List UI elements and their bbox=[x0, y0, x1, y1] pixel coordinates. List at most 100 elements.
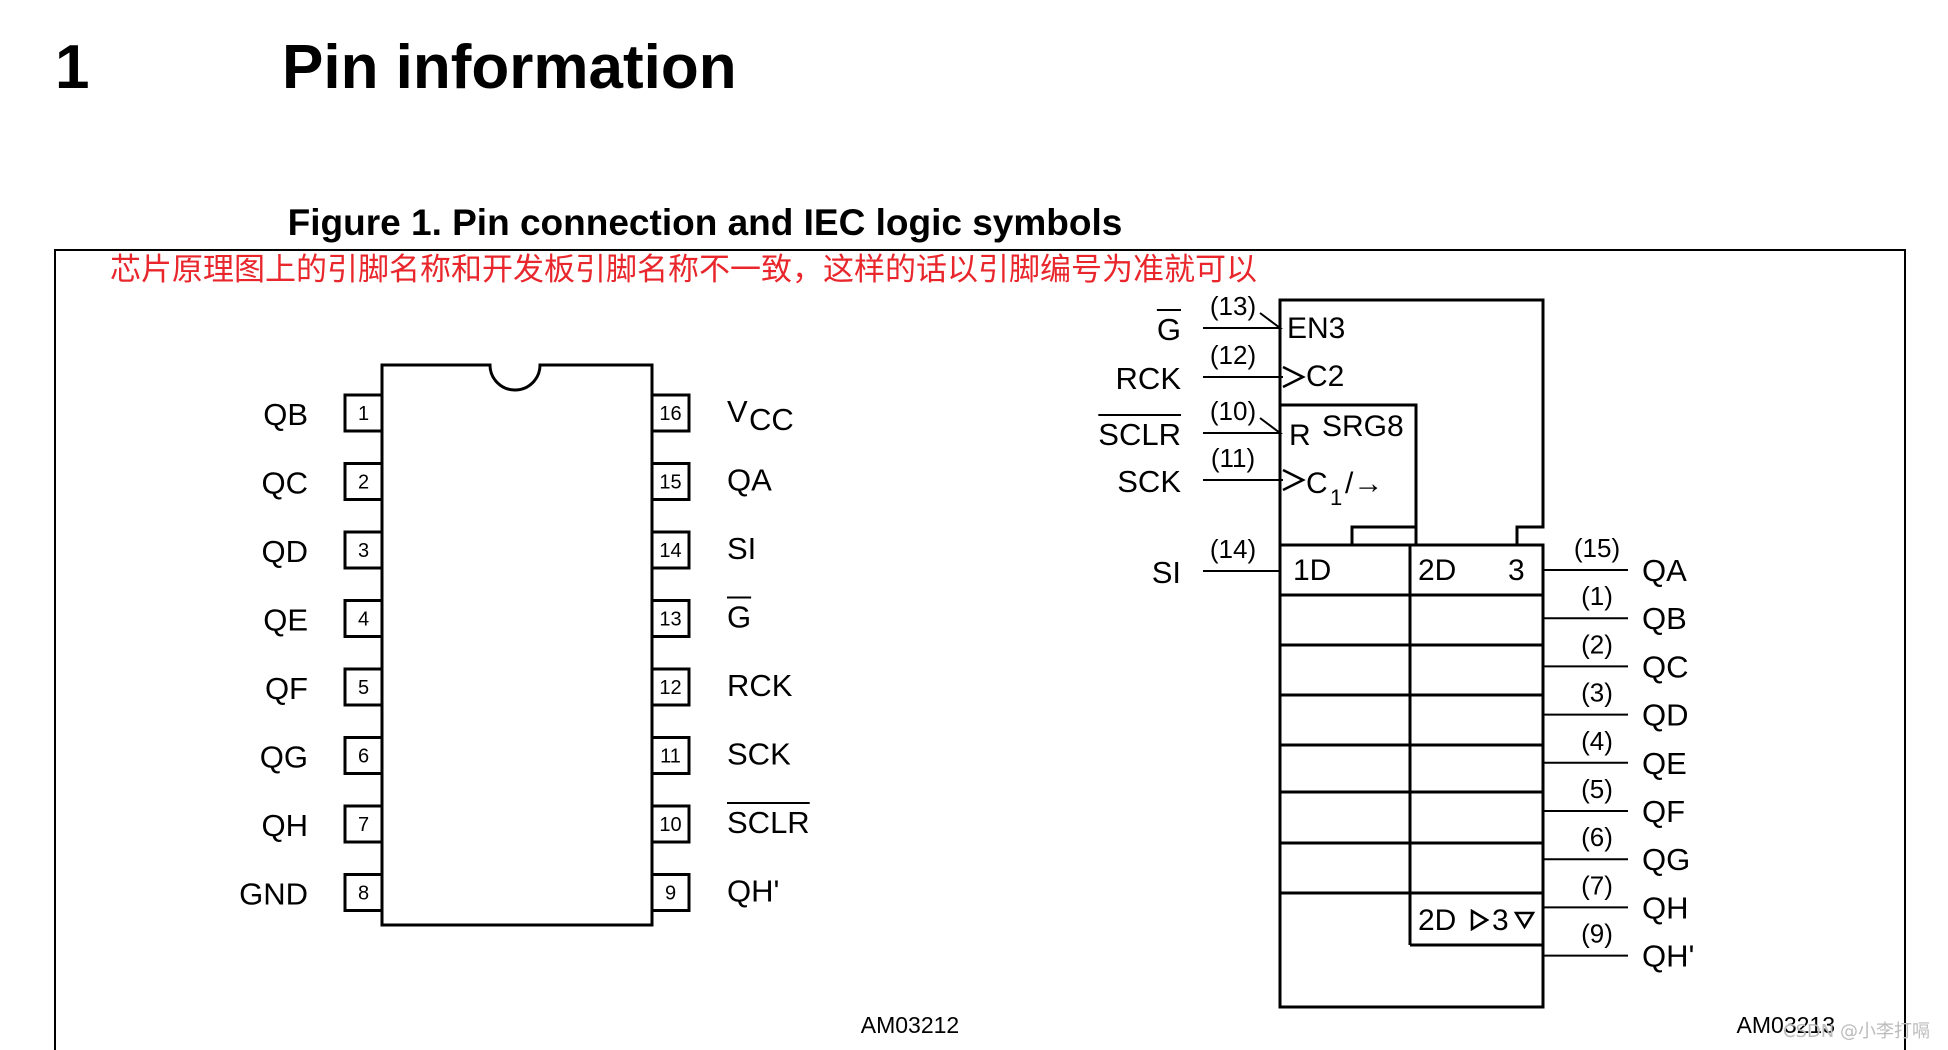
pin-box bbox=[650, 530, 691, 570]
pin-box bbox=[650, 736, 691, 775]
pin-name: SI bbox=[727, 531, 756, 566]
pin-number: 4 bbox=[358, 609, 369, 631]
output-name: QG bbox=[1642, 842, 1690, 877]
pin-name: QH' bbox=[727, 874, 779, 909]
pin-name: QD bbox=[262, 534, 309, 569]
section-number: 1 bbox=[55, 33, 89, 102]
pin-name: SCLR bbox=[727, 805, 810, 840]
pin-name: SCK bbox=[727, 737, 791, 772]
pin-number: 15 bbox=[659, 472, 681, 494]
label-c1-sub: 1 bbox=[1330, 485, 1342, 510]
negation-mark-g bbox=[1259, 312, 1283, 329]
pin-number: 6 bbox=[358, 746, 369, 768]
output-name: QF bbox=[1642, 794, 1685, 829]
figure-caption: Figure 1. Pin connection and IEC logic s… bbox=[288, 202, 1123, 243]
pin-name: QE bbox=[263, 603, 308, 638]
label-1d: 1D bbox=[1293, 554, 1331, 587]
package-body bbox=[380, 363, 654, 927]
input-name: SCLR bbox=[1098, 417, 1181, 452]
input-name: SCK bbox=[1117, 464, 1181, 499]
pin-name: QG bbox=[260, 740, 308, 775]
pin-box bbox=[650, 599, 691, 638]
pin-number: 1 bbox=[358, 403, 369, 425]
output-name: QB bbox=[1642, 601, 1687, 636]
pin-box bbox=[343, 873, 384, 912]
pin-number: 14 bbox=[659, 540, 681, 562]
watermark: CSDN @小李打嗝 bbox=[1783, 1021, 1930, 1042]
pin-name: G bbox=[727, 600, 751, 635]
label-r: R bbox=[1289, 419, 1311, 452]
pin-box bbox=[650, 873, 691, 912]
pin-name-subscript: CC bbox=[749, 402, 794, 437]
pin-box bbox=[343, 667, 384, 707]
pin-name: QF bbox=[265, 671, 308, 706]
pin-number: 3 bbox=[358, 540, 369, 562]
output-pin-number: (9) bbox=[1581, 919, 1613, 949]
srg8-box bbox=[1280, 403, 1418, 527]
pin-box bbox=[650, 393, 691, 433]
pin-name: GND bbox=[239, 877, 308, 912]
output-pin-number: (1) bbox=[1581, 581, 1613, 611]
input-name: G bbox=[1157, 312, 1181, 347]
output-pin-number: (6) bbox=[1581, 822, 1613, 852]
open-output-triangle bbox=[1513, 911, 1536, 930]
pin-box bbox=[650, 804, 691, 844]
input-pin-number: (11) bbox=[1211, 443, 1255, 473]
section-title: Pin information bbox=[282, 33, 737, 102]
input-name: RCK bbox=[1116, 361, 1182, 396]
output-name: QH' bbox=[1642, 939, 1694, 974]
pin-name: RCK bbox=[727, 668, 793, 703]
pin-number: 9 bbox=[665, 883, 676, 905]
pin-name: QH bbox=[262, 808, 309, 843]
label-bottom-2d: 2D bbox=[1418, 904, 1456, 937]
pin-number: 11 bbox=[660, 746, 681, 768]
label-3: 3 bbox=[1508, 554, 1525, 587]
pin-box bbox=[650, 462, 691, 501]
output-name: QA bbox=[1642, 553, 1687, 588]
output-name: QH bbox=[1642, 890, 1689, 925]
pin-name: V bbox=[727, 394, 748, 429]
output-pin-number: (15) bbox=[1574, 533, 1620, 563]
output-pin-number: (2) bbox=[1581, 629, 1613, 659]
input-pin-number: (10) bbox=[1210, 396, 1256, 426]
output-pin-number: (4) bbox=[1581, 726, 1613, 756]
input-pin-number: (13) bbox=[1210, 291, 1256, 321]
pin-name: QC bbox=[262, 466, 309, 501]
pin-name: QA bbox=[727, 463, 772, 498]
annotation-note: 芯片原理图上的引脚名称和开发板引脚名称不一致，这样的话以引脚编号为准就可以 bbox=[110, 252, 1257, 288]
pin-box bbox=[343, 462, 384, 501]
pin-box bbox=[343, 599, 384, 638]
output-name: QD bbox=[1642, 698, 1689, 733]
input-name: SI bbox=[1152, 555, 1181, 590]
pin-number: 10 bbox=[659, 814, 681, 836]
negation-mark-sclr bbox=[1259, 417, 1283, 434]
pin-number: 13 bbox=[659, 609, 681, 631]
label-c1-suffix: /→ bbox=[1345, 467, 1383, 500]
iec-ref-id: AM03213 bbox=[1737, 1012, 1835, 1038]
pin-number: 2 bbox=[358, 472, 369, 494]
label-c2: C2 bbox=[1306, 360, 1344, 393]
pin-box bbox=[343, 393, 384, 433]
pin-number: 8 bbox=[358, 883, 369, 905]
pin-number: 12 bbox=[659, 677, 681, 699]
label-en3: EN3 bbox=[1287, 312, 1345, 345]
figure-frame bbox=[54, 249, 1906, 1050]
label-2d: 2D bbox=[1418, 554, 1456, 587]
dynamic-indicator-c2 bbox=[1282, 365, 1306, 389]
postponed-output-triangle bbox=[1470, 908, 1490, 932]
output-pin-number: (3) bbox=[1581, 678, 1613, 708]
iec-logic-symbol: EN3 C2 R SRG8 C 1 /→ 1D 2D 3 2D 3 (13)G(… bbox=[1098, 291, 1694, 1009]
input-pin-number: (14) bbox=[1210, 534, 1256, 564]
package-ref-id: AM03212 bbox=[861, 1012, 959, 1038]
pin-box bbox=[650, 667, 691, 707]
pin-number: 7 bbox=[358, 814, 369, 836]
register-cells bbox=[1280, 593, 1543, 895]
pin-box bbox=[343, 804, 384, 844]
iec-input-lines: (13)G(12)RCK(10)SCLR(11)SCK(14)SI bbox=[1098, 291, 1283, 590]
iec-output-lines: (15)QA(1)QB(2)QC(3)QD(4)QE(5)QF(6)QG(7)Q… bbox=[1543, 533, 1694, 974]
label-c1: C bbox=[1306, 467, 1328, 500]
